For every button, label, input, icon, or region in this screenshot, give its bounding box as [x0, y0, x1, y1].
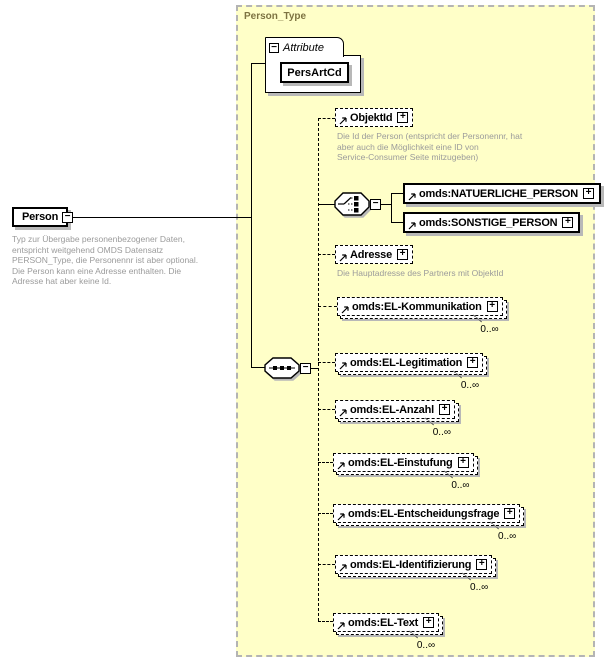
collapse-icon[interactable]: − [62, 212, 74, 223]
connector-line-dashed [318, 118, 335, 119]
occurrence-label: 0..∞ [335, 380, 483, 391]
occurrence-label: 0..∞ [335, 427, 455, 438]
connector-line-dashed [318, 362, 335, 363]
reference-arrow-icon [339, 117, 347, 125]
expand-icon[interactable]: + [467, 357, 479, 368]
element-el-kommunikation[interactable]: omds:EL-Kommunikation + [337, 297, 503, 316]
connector-line [318, 204, 335, 205]
element-el-einstufung[interactable]: omds:EL-Einstufung + [333, 453, 474, 472]
expand-icon[interactable]: + [583, 188, 594, 199]
occurrence-label: 0..∞ [335, 582, 492, 593]
expand-icon[interactable]: + [486, 301, 498, 312]
element-el-text[interactable]: omds:EL-Text + [333, 613, 440, 632]
connector-line [311, 368, 319, 369]
reference-arrow-icon [337, 513, 345, 521]
element-el-identifizierung[interactable]: omds:EL-Identifizierung + [335, 555, 493, 574]
element-el-einstufung-label: omds:EL-Einstufung [348, 456, 453, 469]
element-el-legitimation[interactable]: omds:EL-Legitimation + [335, 353, 484, 372]
element-el-anzahl-label: omds:EL-Anzahl [350, 403, 434, 416]
reference-arrow-icon [339, 254, 347, 262]
adresse-annotation: Die Hauptadresse des Partners mit Objekt… [337, 268, 504, 278]
reference-arrow-icon [339, 362, 347, 370]
sequence-icon[interactable] [264, 357, 300, 379]
element-natuerliche-person-label: omds:NATUERLICHE_PERSON [419, 187, 578, 200]
connector-line-dashed [318, 462, 333, 463]
connector-line-dashed [318, 564, 335, 565]
connector-line [72, 217, 251, 218]
person-annotation: Typ zur Übergabe personenbezogener Daten… [12, 234, 199, 286]
occurrence-label: 0..∞ [333, 531, 520, 542]
expand-icon[interactable]: + [457, 457, 469, 468]
connector-line [391, 193, 403, 194]
connector-line [251, 63, 265, 64]
element-el-entscheidungsfrage[interactable]: omds:EL-Entscheidungsfrage + [333, 504, 521, 523]
element-objektid-label: ObjektId [350, 111, 393, 124]
attribute-persartcd-label: PersArtCd [287, 66, 342, 79]
collapse-icon[interactable]: − [300, 363, 311, 374]
objektid-annotation: Die Id der Person (entspricht der Person… [337, 131, 523, 162]
connector-line-dashed [318, 513, 333, 514]
element-el-anzahl-group: omds:EL-Anzahl + 0..∞ [335, 400, 459, 438]
element-el-anzahl[interactable]: omds:EL-Anzahl + [335, 400, 455, 419]
element-el-entscheidungsfrage-label: omds:EL-Entscheidungsfrage [348, 507, 500, 520]
occurrence-label: 0..∞ [337, 324, 503, 335]
attribute-persartcd[interactable]: PersArtCd [280, 62, 349, 83]
choice-icon[interactable] [334, 192, 370, 216]
reference-arrow-icon [337, 622, 345, 630]
element-adresse-label: Adresse [350, 248, 393, 261]
expand-icon[interactable]: + [562, 217, 574, 228]
element-el-kommunikation-label: omds:EL-Kommunikation [352, 300, 482, 313]
connector-line [381, 204, 391, 205]
connector-line [391, 222, 403, 223]
expand-icon[interactable]: + [438, 404, 450, 415]
element-person[interactable]: Person − [12, 207, 74, 227]
attribute-section-label: Attribute [283, 41, 324, 54]
element-adresse[interactable]: Adresse + [335, 245, 414, 264]
connector-line-dashed [318, 306, 337, 307]
element-sonstige-person-label: omds:SONSTIGE_PERSON [419, 216, 558, 229]
occurrence-label: 0..∞ [333, 640, 439, 651]
reference-arrow-icon [408, 193, 416, 201]
connector-line [251, 367, 265, 368]
element-natuerliche-person[interactable]: omds:NATUERLICHE_PERSON + [403, 183, 601, 204]
element-el-text-label: omds:EL-Text [348, 616, 419, 629]
connector-line [391, 193, 392, 223]
element-el-einstufung-group: omds:EL-Einstufung + 0..∞ [333, 453, 478, 491]
occurrence-label: 0..∞ [333, 480, 474, 491]
connector-line [251, 63, 252, 368]
reference-arrow-icon [339, 409, 347, 417]
collapse-icon[interactable]: − [269, 42, 279, 53]
person-type-label: Person_Type [244, 11, 307, 22]
reference-arrow-icon [408, 222, 416, 230]
expand-icon[interactable]: + [423, 617, 435, 628]
element-el-identifizierung-group: omds:EL-Identifizierung + 0..∞ [335, 555, 497, 593]
reference-arrow-icon [339, 564, 347, 572]
connector-line-dashed [318, 409, 335, 410]
element-el-legitimation-label: omds:EL-Legitimation [350, 356, 463, 369]
reference-arrow-icon [341, 306, 349, 314]
expand-icon[interactable]: + [397, 112, 409, 123]
expand-icon[interactable]: + [476, 559, 488, 570]
element-el-entscheidungsfrage-group: omds:EL-Entscheidungsfrage + 0..∞ [333, 504, 525, 542]
element-el-kommunikation-group: omds:EL-Kommunikation + 0..∞ [337, 297, 507, 335]
attribute-section-tab[interactable]: − Attribute [265, 37, 344, 57]
connector-line-dashed [318, 254, 335, 255]
expand-icon[interactable]: + [397, 249, 409, 260]
element-objektid[interactable]: ObjektId + [335, 108, 414, 127]
reference-arrow-icon [337, 462, 345, 470]
element-sonstige-person[interactable]: omds:SONSTIGE_PERSON + [403, 212, 581, 233]
element-el-identifizierung-label: omds:EL-Identifizierung [350, 558, 472, 571]
element-el-text-group: omds:EL-Text + 0..∞ [333, 613, 444, 651]
connector-line-dashed [318, 118, 319, 621]
expand-icon[interactable]: + [504, 508, 516, 519]
connector-line-dashed [318, 621, 333, 622]
collapse-icon[interactable]: − [370, 199, 381, 210]
element-person-label: Person [22, 211, 59, 223]
element-el-legitimation-group: omds:EL-Legitimation + 0..∞ [335, 353, 488, 391]
